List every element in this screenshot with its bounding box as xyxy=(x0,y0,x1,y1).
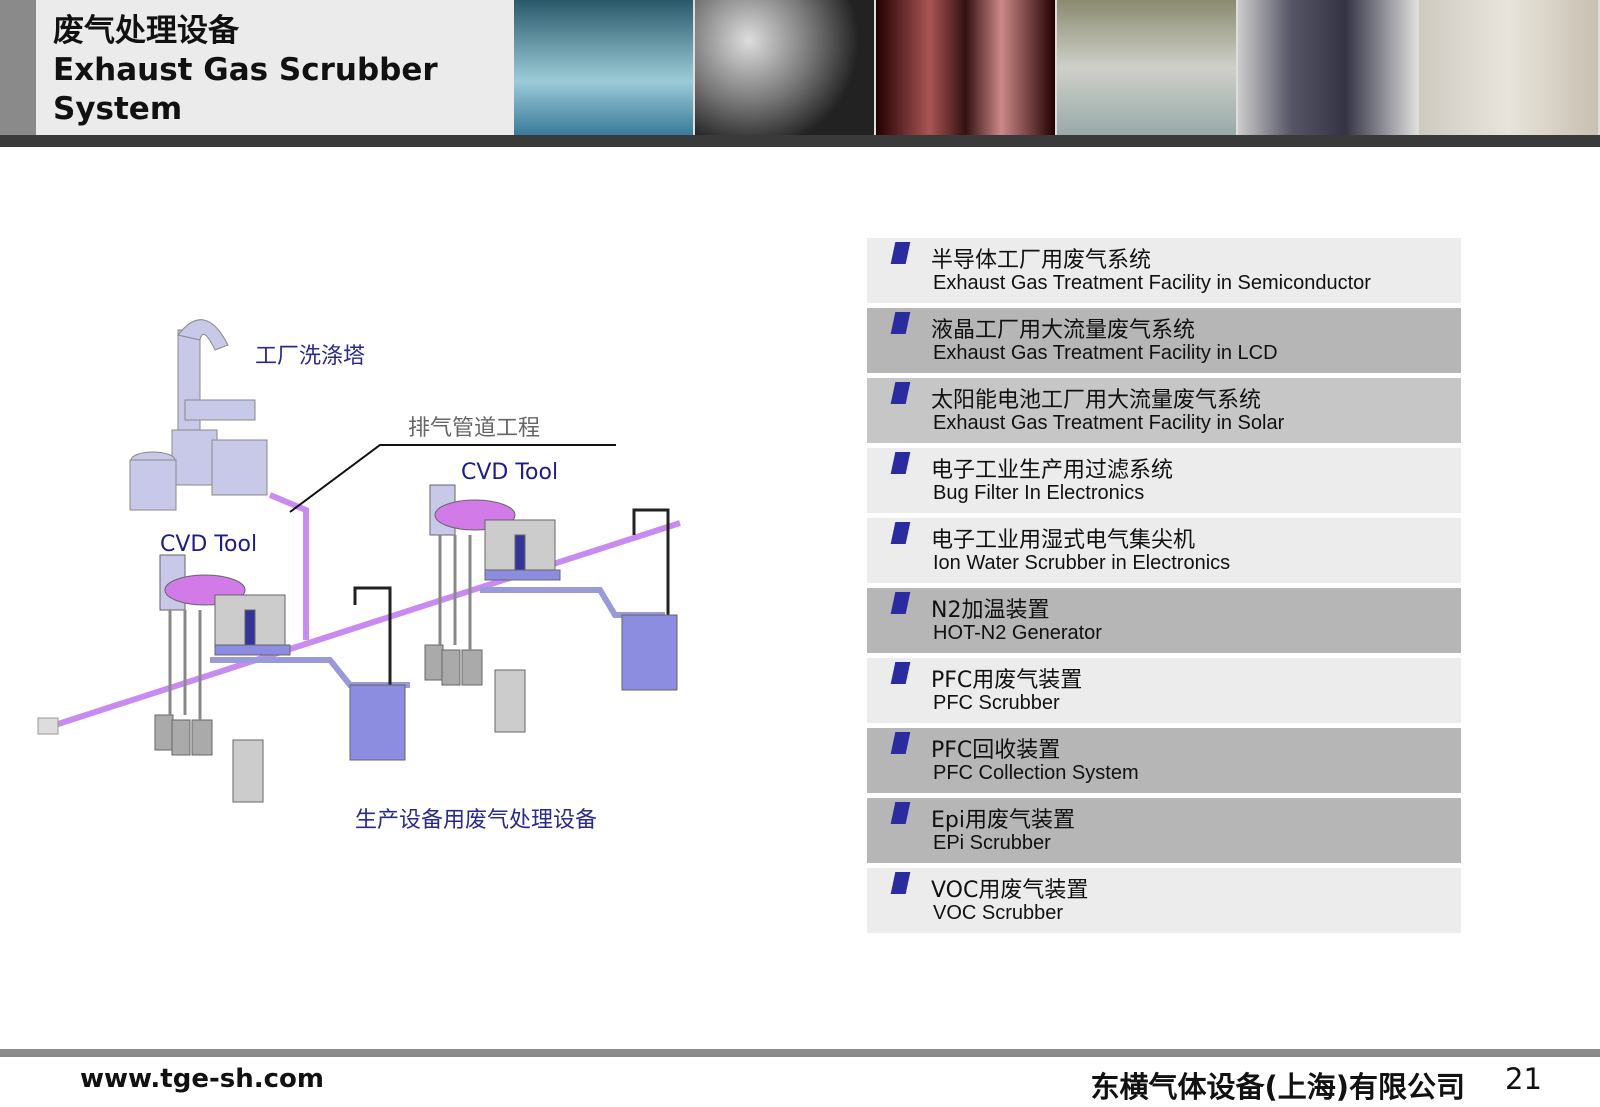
item-title-zh: 电子工业生产用过滤系统 xyxy=(931,458,1174,483)
item-title-zh: N2加温装置 xyxy=(931,598,1050,623)
footer-divider xyxy=(0,1049,1600,1057)
item-title-zh: 太阳能电池工厂用大流量废气系统 xyxy=(931,388,1262,413)
title-zh: 废气处理设备 xyxy=(53,13,239,49)
page-number: 21 xyxy=(1505,1062,1542,1096)
page-title: 废气处理设备 Exhaust Gas Scrubber System xyxy=(53,12,438,129)
system-diagram xyxy=(37,319,681,803)
title-en-line2: System xyxy=(53,91,183,127)
bullet-icon xyxy=(890,732,911,754)
list-item: 液晶工厂用大流量废气系统 Exhaust Gas Treatment Facil… xyxy=(867,308,1461,373)
item-title-zh: Epi用废气装置 xyxy=(931,808,1075,833)
item-title-en: Exhaust Gas Treatment Facility in Solar xyxy=(933,412,1285,434)
factory-scrubber-label: 工厂洗涤塔 xyxy=(255,344,366,369)
item-title-zh: 液晶工厂用大流量废气系统 xyxy=(931,318,1196,343)
production-scrubber-label: 生产设备用废气处理设备 xyxy=(355,808,598,833)
bullet-icon xyxy=(890,522,911,544)
list-item: N2加温装置 HOT-N2 Generator xyxy=(867,588,1461,653)
list-item: PFC回收装置 PFC Collection System xyxy=(867,728,1461,793)
item-title-en: PFC Collection System xyxy=(933,762,1139,784)
bullet-icon xyxy=(890,802,911,824)
item-title-zh: VOC用废气装置 xyxy=(931,878,1089,903)
item-title-en: EPi Scrubber xyxy=(933,832,1051,854)
list-item: 电子工业生产用过滤系统 Bug Filter In Electronics xyxy=(867,448,1461,513)
item-title-en: Exhaust Gas Treatment Facility in Semico… xyxy=(933,272,1371,294)
item-title-en: HOT-N2 Generator xyxy=(933,622,1102,644)
duct-end-cap xyxy=(37,717,59,735)
pipes-photo xyxy=(876,0,1057,135)
cvd-tool-right-label: CVD Tool xyxy=(461,460,559,485)
header-accent-bar xyxy=(0,0,36,135)
header: 废气处理设备 Exhaust Gas Scrubber System xyxy=(0,0,1600,135)
item-title-en: Ion Water Scrubber in Electronics xyxy=(933,552,1231,574)
bullet-icon xyxy=(890,872,911,894)
callout-line xyxy=(289,444,616,513)
bullet-icon xyxy=(890,592,911,614)
cvd-tool-right-icon xyxy=(424,484,678,733)
bullet-icon xyxy=(890,382,911,404)
control-panel-photo xyxy=(1419,0,1600,135)
header-divider xyxy=(0,135,1600,147)
list-item: Epi用废气装置 EPi Scrubber xyxy=(867,798,1461,863)
item-title-en: VOC Scrubber xyxy=(933,902,1064,924)
factory-photo xyxy=(1057,0,1238,135)
item-title-zh: PFC用废气装置 xyxy=(931,668,1083,693)
list-item: 电子工业用湿式电气集尖机 Ion Water Scrubber in Elect… xyxy=(867,518,1461,583)
item-title-zh: PFC回收装置 xyxy=(931,738,1061,763)
list-item: PFC用废气装置 PFC Scrubber xyxy=(867,658,1461,723)
main-duct xyxy=(54,492,681,728)
item-title-zh: 半导体工厂用废气系统 xyxy=(931,248,1152,273)
cabinets-photo xyxy=(1238,0,1419,135)
website-link[interactable]: www.tge-sh.com xyxy=(80,1064,324,1094)
list-item: 半导体工厂用废气系统 Exhaust Gas Treatment Facilit… xyxy=(867,238,1461,303)
item-title-zh: 电子工业用湿式电气集尖机 xyxy=(931,528,1196,553)
item-title-en: Bug Filter In Electronics xyxy=(933,482,1145,504)
factory-scrubber-icon xyxy=(129,319,268,511)
product-list: 半导体工厂用废气系统 Exhaust Gas Treatment Facilit… xyxy=(867,238,1461,938)
bullet-icon xyxy=(890,312,911,334)
header-photo-strip xyxy=(514,0,1600,135)
list-item: 太阳能电池工厂用大流量废气系统 Exhaust Gas Treatment Fa… xyxy=(867,378,1461,443)
company-name: 东横气体设备(上海)有限公司 xyxy=(1090,1070,1465,1104)
bullet-icon xyxy=(890,662,911,684)
bullet-icon xyxy=(890,452,911,474)
list-item: VOC用废气装置 VOC Scrubber xyxy=(867,868,1461,933)
exhaust-duct-label: 排气管道工程 xyxy=(408,416,541,441)
item-title-en: PFC Scrubber xyxy=(933,692,1060,714)
cvd-tool-left-icon xyxy=(154,554,410,803)
title-en-line1: Exhaust Gas Scrubber xyxy=(53,52,438,88)
cvd-tool-left-label: CVD Tool xyxy=(160,532,258,557)
item-title-en: Exhaust Gas Treatment Facility in LCD xyxy=(933,342,1278,364)
bullet-icon xyxy=(890,242,911,264)
gas-cylinders-photo xyxy=(695,0,876,135)
cleanroom-photo xyxy=(514,0,695,135)
